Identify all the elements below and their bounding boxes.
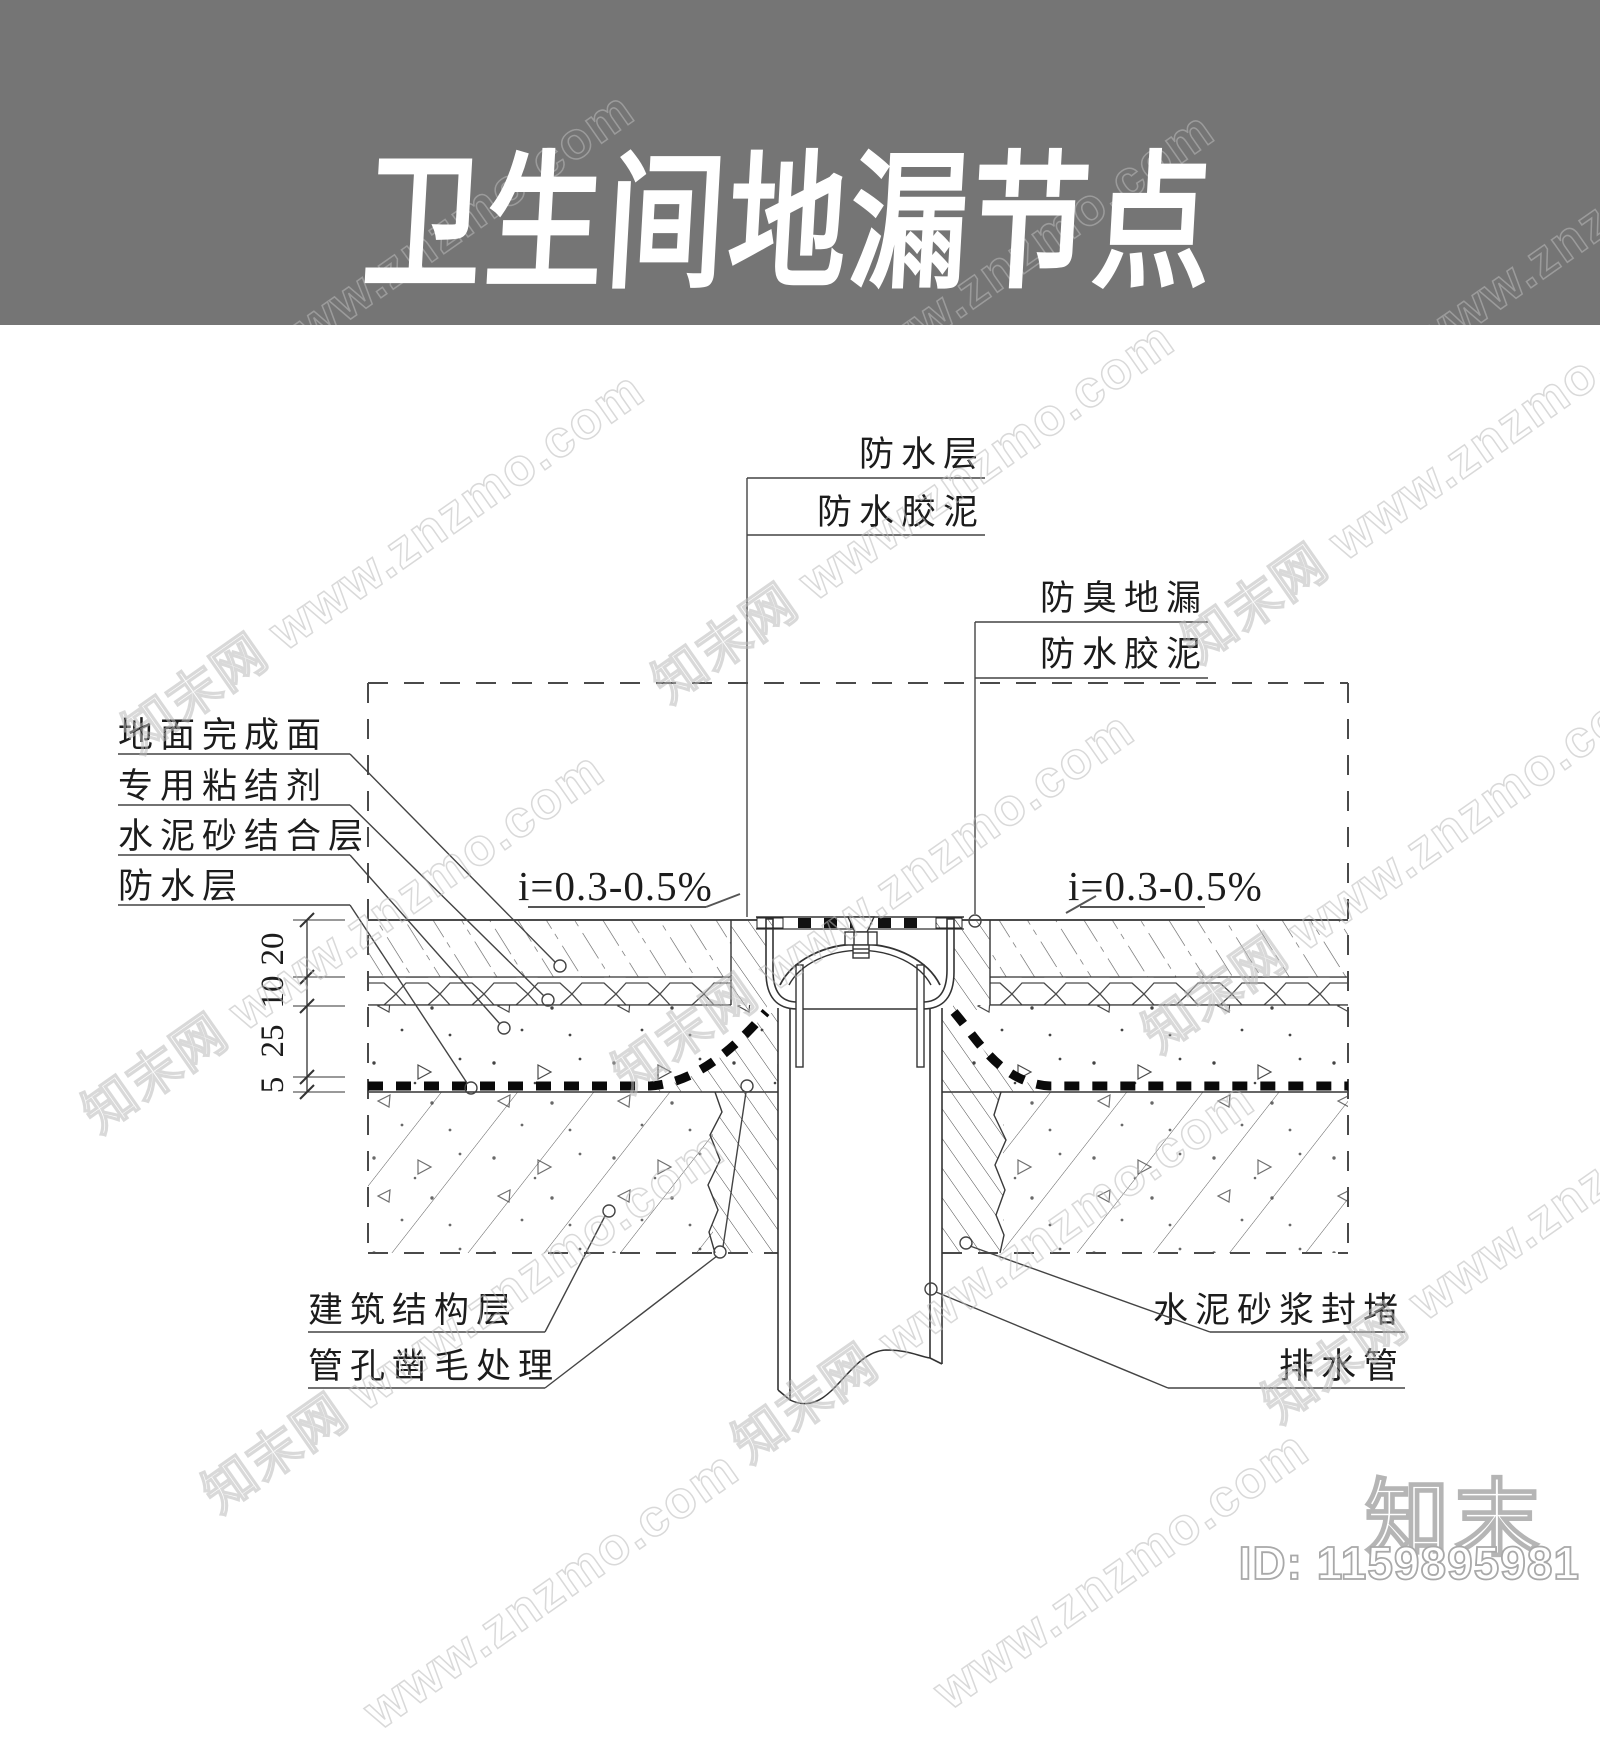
leader-node [553,959,567,973]
callout-special-adhesive: 专用粘结剂 [118,767,555,1007]
callout-label: 建筑结构层 [308,1291,518,1330]
callout-label: 专用粘结剂 [118,767,328,806]
callout-waterproof-layer-left: 防水层 [118,867,478,1095]
leader-node [541,993,555,1007]
callout-label: 地面完成面 [118,716,328,755]
roughened-edge-right [993,1091,1007,1254]
bonding-layer-hatch [990,977,1348,1005]
waterproof-membrane-line [368,1009,1348,1091]
callout-cement-sand-bonding-layer: 水泥砂结合层 [118,817,511,1035]
callout-label: 防水层 [118,867,244,906]
leader-node [464,1081,478,1095]
slab-speckle [1003,1092,1348,1253]
mortar-wedge-left [652,1013,778,1253]
slope-label: i=0.3-0.5% [1068,863,1263,909]
callout-waterproof-mastic-top: 防水胶泥 [746,478,985,917]
dimension-chain [293,912,345,1100]
callout-deodorant-floor-drain: 防臭地漏 [975,579,1208,623]
callout-label: 水泥砂结合层 [118,817,370,856]
screed-layer-speckle [942,1005,1348,1087]
slope-label: i=0.3-0.5% [518,863,713,909]
bonding-layer-hatch [368,977,731,1005]
callout-pipe-hole-roughening: 管孔凿毛处理 [308,1079,754,1389]
roughened-edge-left [707,1091,723,1254]
callout-waterproof-layer-top: 防水层 [747,435,985,479]
leader-node [497,1021,511,1035]
leader-node [602,1204,616,1218]
callout-label: 防水胶泥 [1040,635,1208,674]
watermark-text: 知末网 www.znzmo.com [1252,69,1600,325]
leader-node [968,914,982,928]
drain-bed-mortar-left [731,920,767,1010]
floor-drain-assembly [731,916,990,1068]
drain-standpipe-right [916,964,925,1068]
slope-annotation-left: i=0.3-0.5% [518,863,741,909]
drain-flange-right [922,918,955,1010]
drain-bed-mortar-right [953,920,990,1010]
detail-boundary-dashed-box [367,682,1349,1254]
dim-10: 10 [255,976,291,1009]
drain-pipe [777,1008,943,1405]
slab-speckle [368,1092,713,1253]
tile-finish-hatch [368,920,731,977]
callout-waterproof-mastic-right: 防水胶泥 [968,622,1208,928]
leader-node [740,1079,754,1093]
callout-label: 防臭地漏 [1040,579,1208,618]
callout-cement-mortar-sealing: 水泥砂浆封堵 [959,1236,1405,1333]
callout-label: 管孔凿毛处理 [308,1347,560,1386]
drain-bolt [844,916,878,959]
callout-label: 水泥砂浆封堵 [1153,1291,1405,1330]
floor-drain-detail-drawing: 20 10 25 5 i=0.3-0.5% i=0.3-0.5% 防水层 防水胶… [118,435,1405,1405]
leader-node [713,1245,727,1259]
mortar-wedge-right [942,1013,1050,1253]
tile-finish-hatch [990,920,1348,977]
drain-flange-left [765,918,798,1010]
leader-node [959,1236,973,1250]
title-band: 卫生间地漏节点 知末网 www.znzmo.com 知末网 www.znzmo.… [0,0,1600,325]
dim-5: 5 [255,1077,291,1094]
pipe-break-line [789,1349,931,1405]
slope-annotation-right: i=0.3-0.5% [1065,863,1263,914]
floor-layers-right [942,919,1348,1087]
image-id-label: ID: 1159895981 [1238,1536,1580,1590]
page-title: 卫生间地漏节点 [358,143,1220,308]
drain-standpipe-left [795,964,804,1068]
dim-20: 20 [255,933,291,966]
structural-slab [368,1091,1348,1253]
dim-25: 25 [255,1025,291,1058]
leader-node [924,1282,938,1296]
callout-label: 防水胶泥 [817,493,985,532]
callout-building-structural-layer: 建筑结构层 [308,1204,616,1333]
callout-drain-pipe: 排水管 [924,1282,1405,1389]
pipe-mortar-packing [652,1013,1050,1254]
znzmo-logo: 知末 [1364,1471,1545,1567]
callout-label: 防水层 [859,435,985,474]
callout-label: 排水管 [1279,1347,1405,1386]
callout-floor-finish-surface: 地面完成面 [118,716,567,973]
